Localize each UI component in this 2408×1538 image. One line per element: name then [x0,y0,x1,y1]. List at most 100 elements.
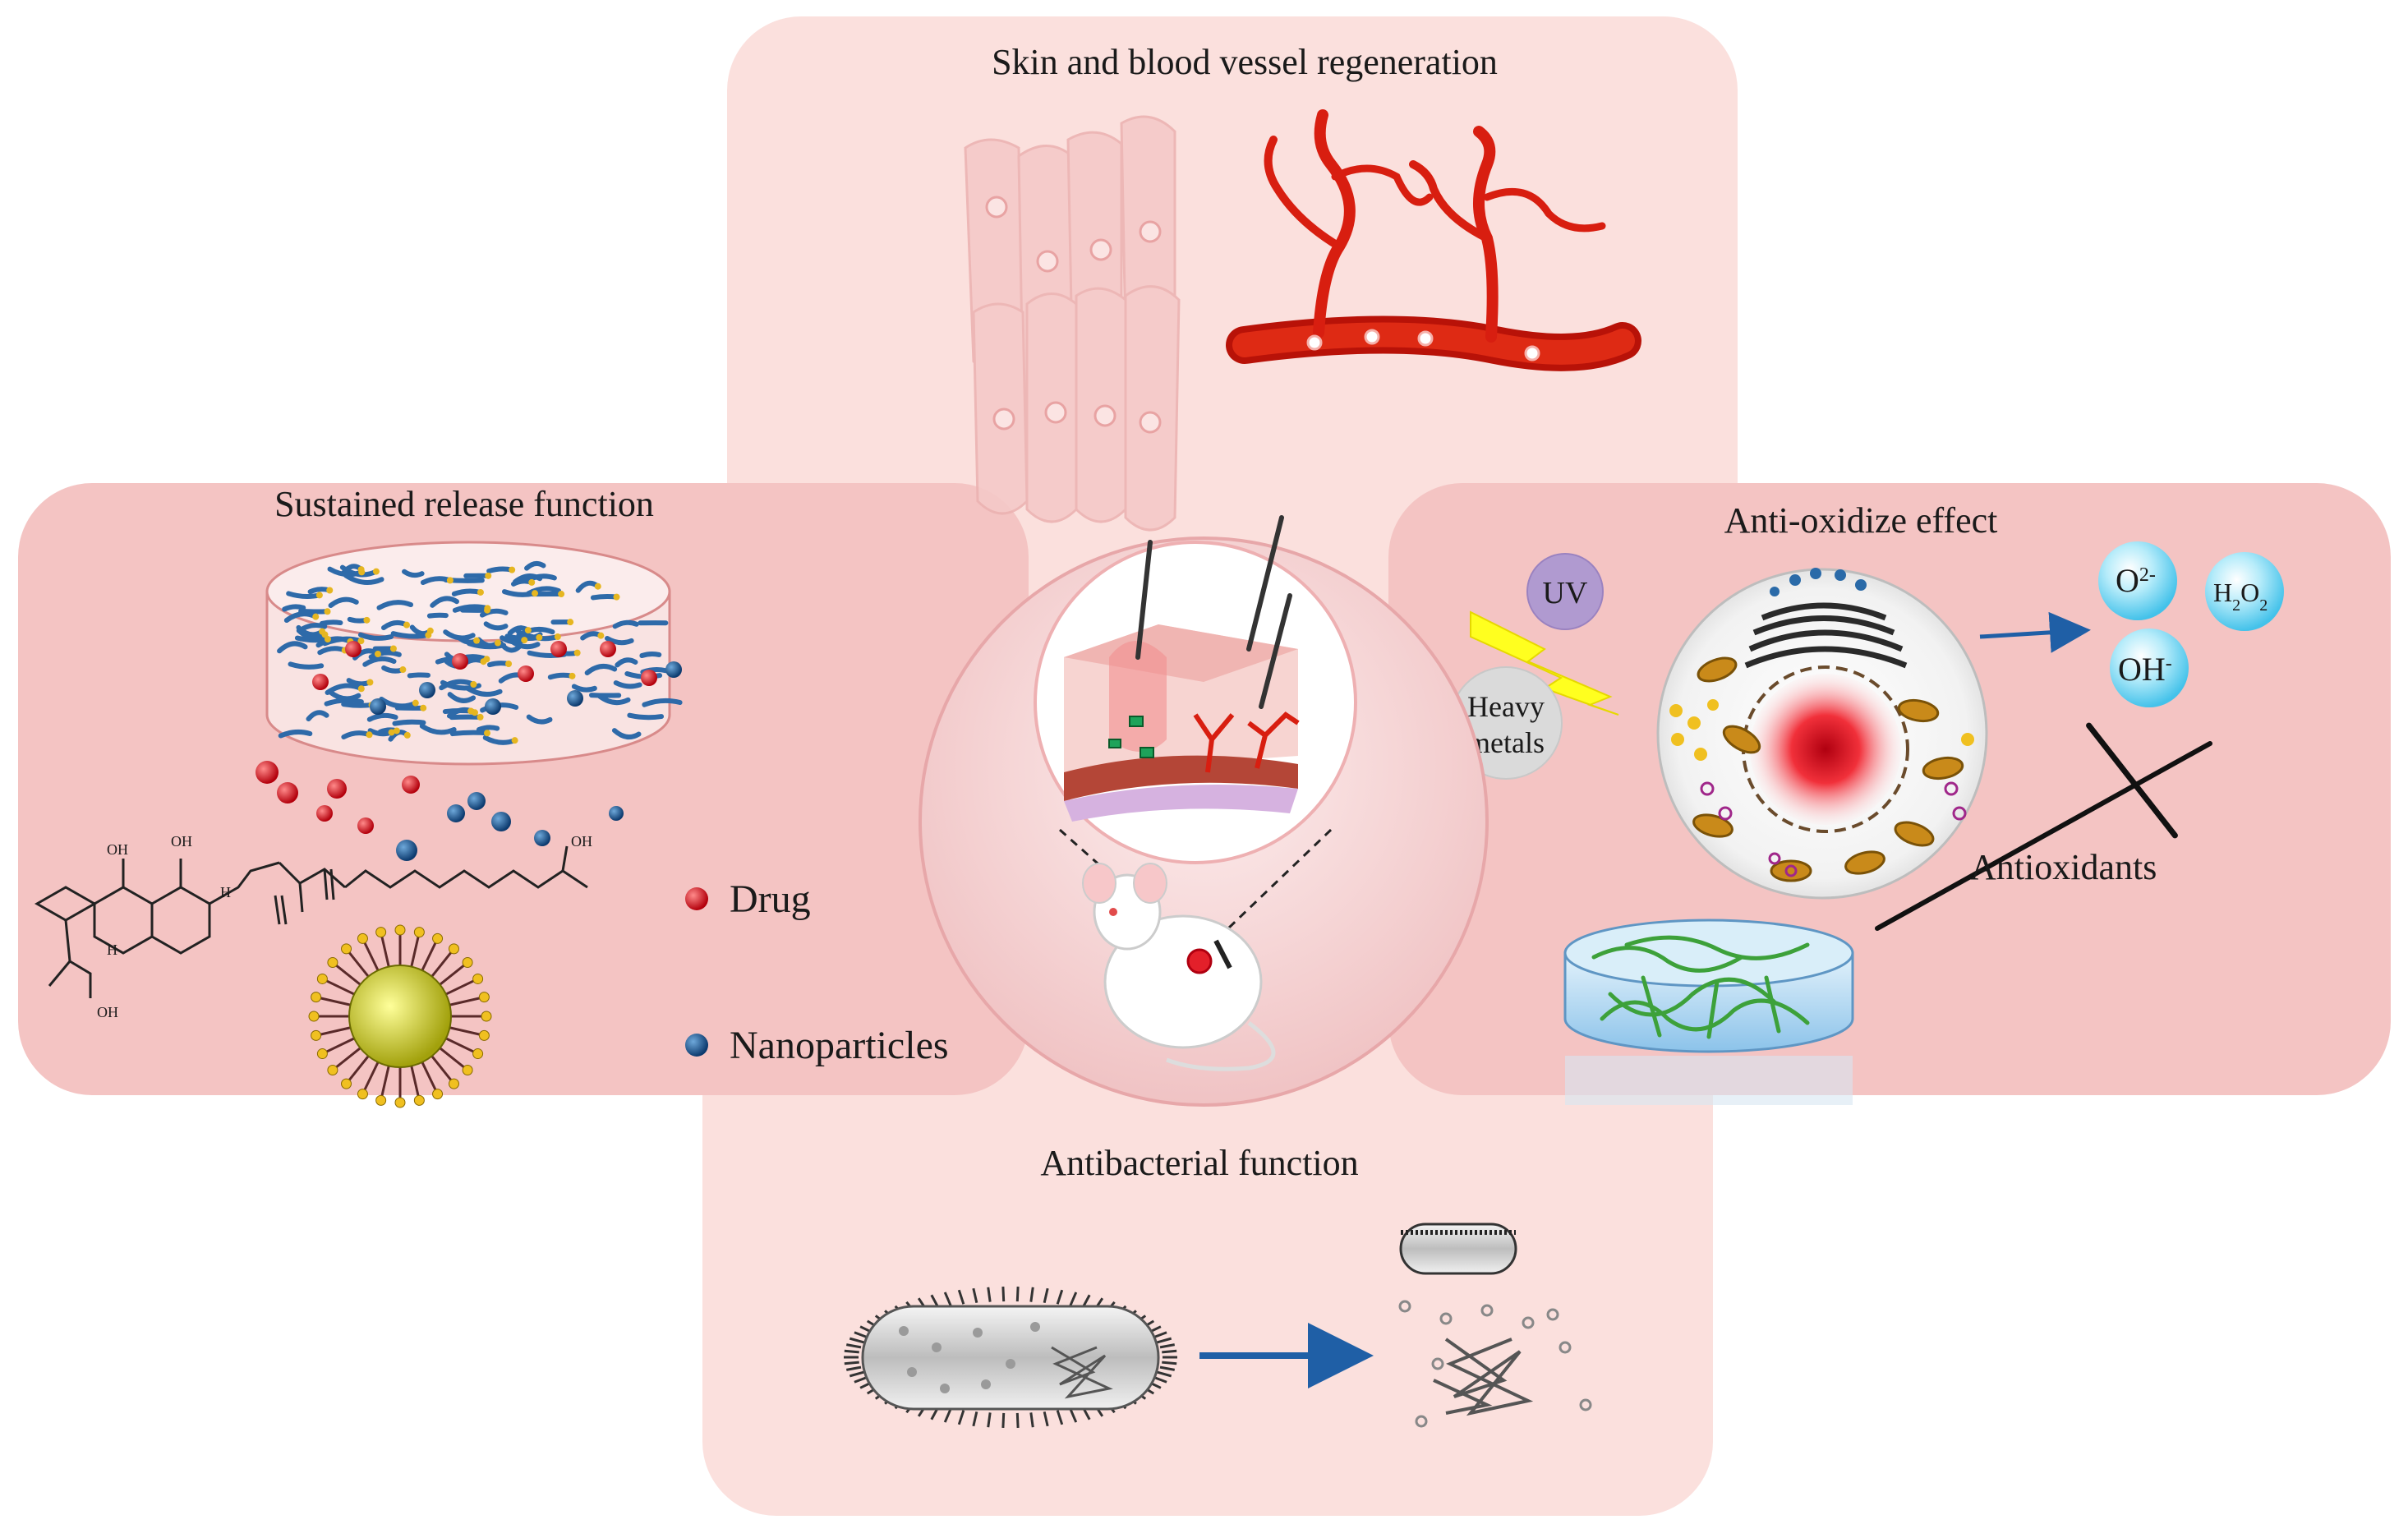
cilium [1029,1287,1034,1302]
crosslink-dot [357,685,365,693]
cilium [1069,1292,1078,1307]
cilium [972,1411,978,1427]
ligand-end [316,1048,328,1060]
nano-particle [370,698,386,715]
mitochondria [1692,656,1964,882]
network-strand [319,619,343,626]
mouse-illustration [1082,863,1276,1071]
network-strand [402,569,425,578]
ros-superoxide: O2- [2098,541,2177,620]
nano-particle [491,812,511,831]
cilium [1162,1349,1177,1354]
ligand-end [327,957,338,969]
network-strand [509,638,541,650]
mitochondrion [1692,813,1733,838]
network-strand [390,631,431,639]
nanoparticle-illustration [308,924,492,1108]
network-strand [486,566,515,574]
network-strand [525,573,557,583]
crosslink-dot [594,583,601,590]
drug-particle [452,653,468,670]
legend-drug-marker [685,887,708,910]
crosslink-dot [483,656,490,663]
oh-label-1: OH [107,841,128,858]
ligand-end [413,927,425,938]
cilium [972,1287,978,1304]
cilium [943,1292,952,1307]
crosslink-dot [477,713,484,721]
network-strand [449,714,483,721]
released-debris [1398,1300,1592,1428]
intact-bacterium-illustration [844,1287,1177,1428]
crosslink-dot [319,628,326,635]
crosslink-dot [473,637,481,644]
skin-cell-nuclei [985,196,1162,434]
ligand-end [308,1011,320,1022]
drug-particle [312,674,329,690]
cilium [1043,1287,1049,1304]
cilium [987,1287,992,1302]
ligand-end [316,973,328,984]
network-strand [605,635,634,646]
cilium [943,1407,952,1423]
crosslink-dot [485,572,492,579]
central-wound-model [919,515,1489,1107]
vessel-cells [1306,329,1540,361]
ligand-end [432,1089,444,1100]
cilium [844,1361,859,1365]
ligand-end [357,932,368,944]
network-strand [366,712,398,722]
top-panel-title: Skin and blood vessel regeneration [992,42,1498,82]
ligand-end [472,973,484,984]
ligand-end [413,1094,425,1106]
network-strand [343,573,384,585]
network-strand [286,591,322,599]
network-strand [278,729,313,739]
particle-legend: Drug Nanoparticles [685,877,949,1067]
crosslink-dot [357,638,365,645]
crosslink-dot [403,621,411,629]
network-strand [584,663,618,675]
released-particles [256,761,624,861]
crosslink-dot [372,568,380,575]
loaded-drug-particles [312,641,682,715]
cilium [1015,1287,1020,1302]
crosslink-dot [597,632,605,639]
network-strand [571,684,597,693]
network-strand [611,728,642,740]
crosslink-dot [554,633,561,641]
legend-nanoparticles-label: Nanoparticles [730,1024,949,1067]
cilium [1043,1411,1049,1427]
network-strand [298,608,330,615]
cilium [1001,1412,1006,1428]
crosslink-dot [363,616,371,624]
drug-particle [327,779,347,799]
network-strand [392,719,426,726]
ligand-end [311,1029,322,1041]
crosslink-dot [471,709,478,716]
network-strand [483,621,509,631]
network-strand [426,612,449,619]
network-strand [479,608,509,618]
network-strand [447,692,477,703]
wound-site [1186,948,1213,974]
nano-particle [534,830,550,846]
crosslink-dot [573,649,581,656]
ros-hydroxyl: OH- [2110,629,2189,707]
antioxidant-fibers [1591,935,1810,1039]
network-strand [590,593,619,601]
cilium [1156,1370,1172,1378]
network-strand [516,626,555,638]
ligand-end [462,957,473,969]
dish-reflection [1565,1056,1853,1105]
cell-nucleus [1750,674,1901,825]
cell-to-ros-arrow [1979,611,2091,653]
network-strand [547,672,575,680]
crosslink-dot [569,672,576,679]
ligand-end [357,1089,368,1100]
nanoparticle-core [348,965,452,1068]
left-panel-title: Sustained release function [274,484,654,524]
crosslink-dot [484,605,491,612]
ligand-end [341,943,352,955]
network-strand [526,714,553,725]
